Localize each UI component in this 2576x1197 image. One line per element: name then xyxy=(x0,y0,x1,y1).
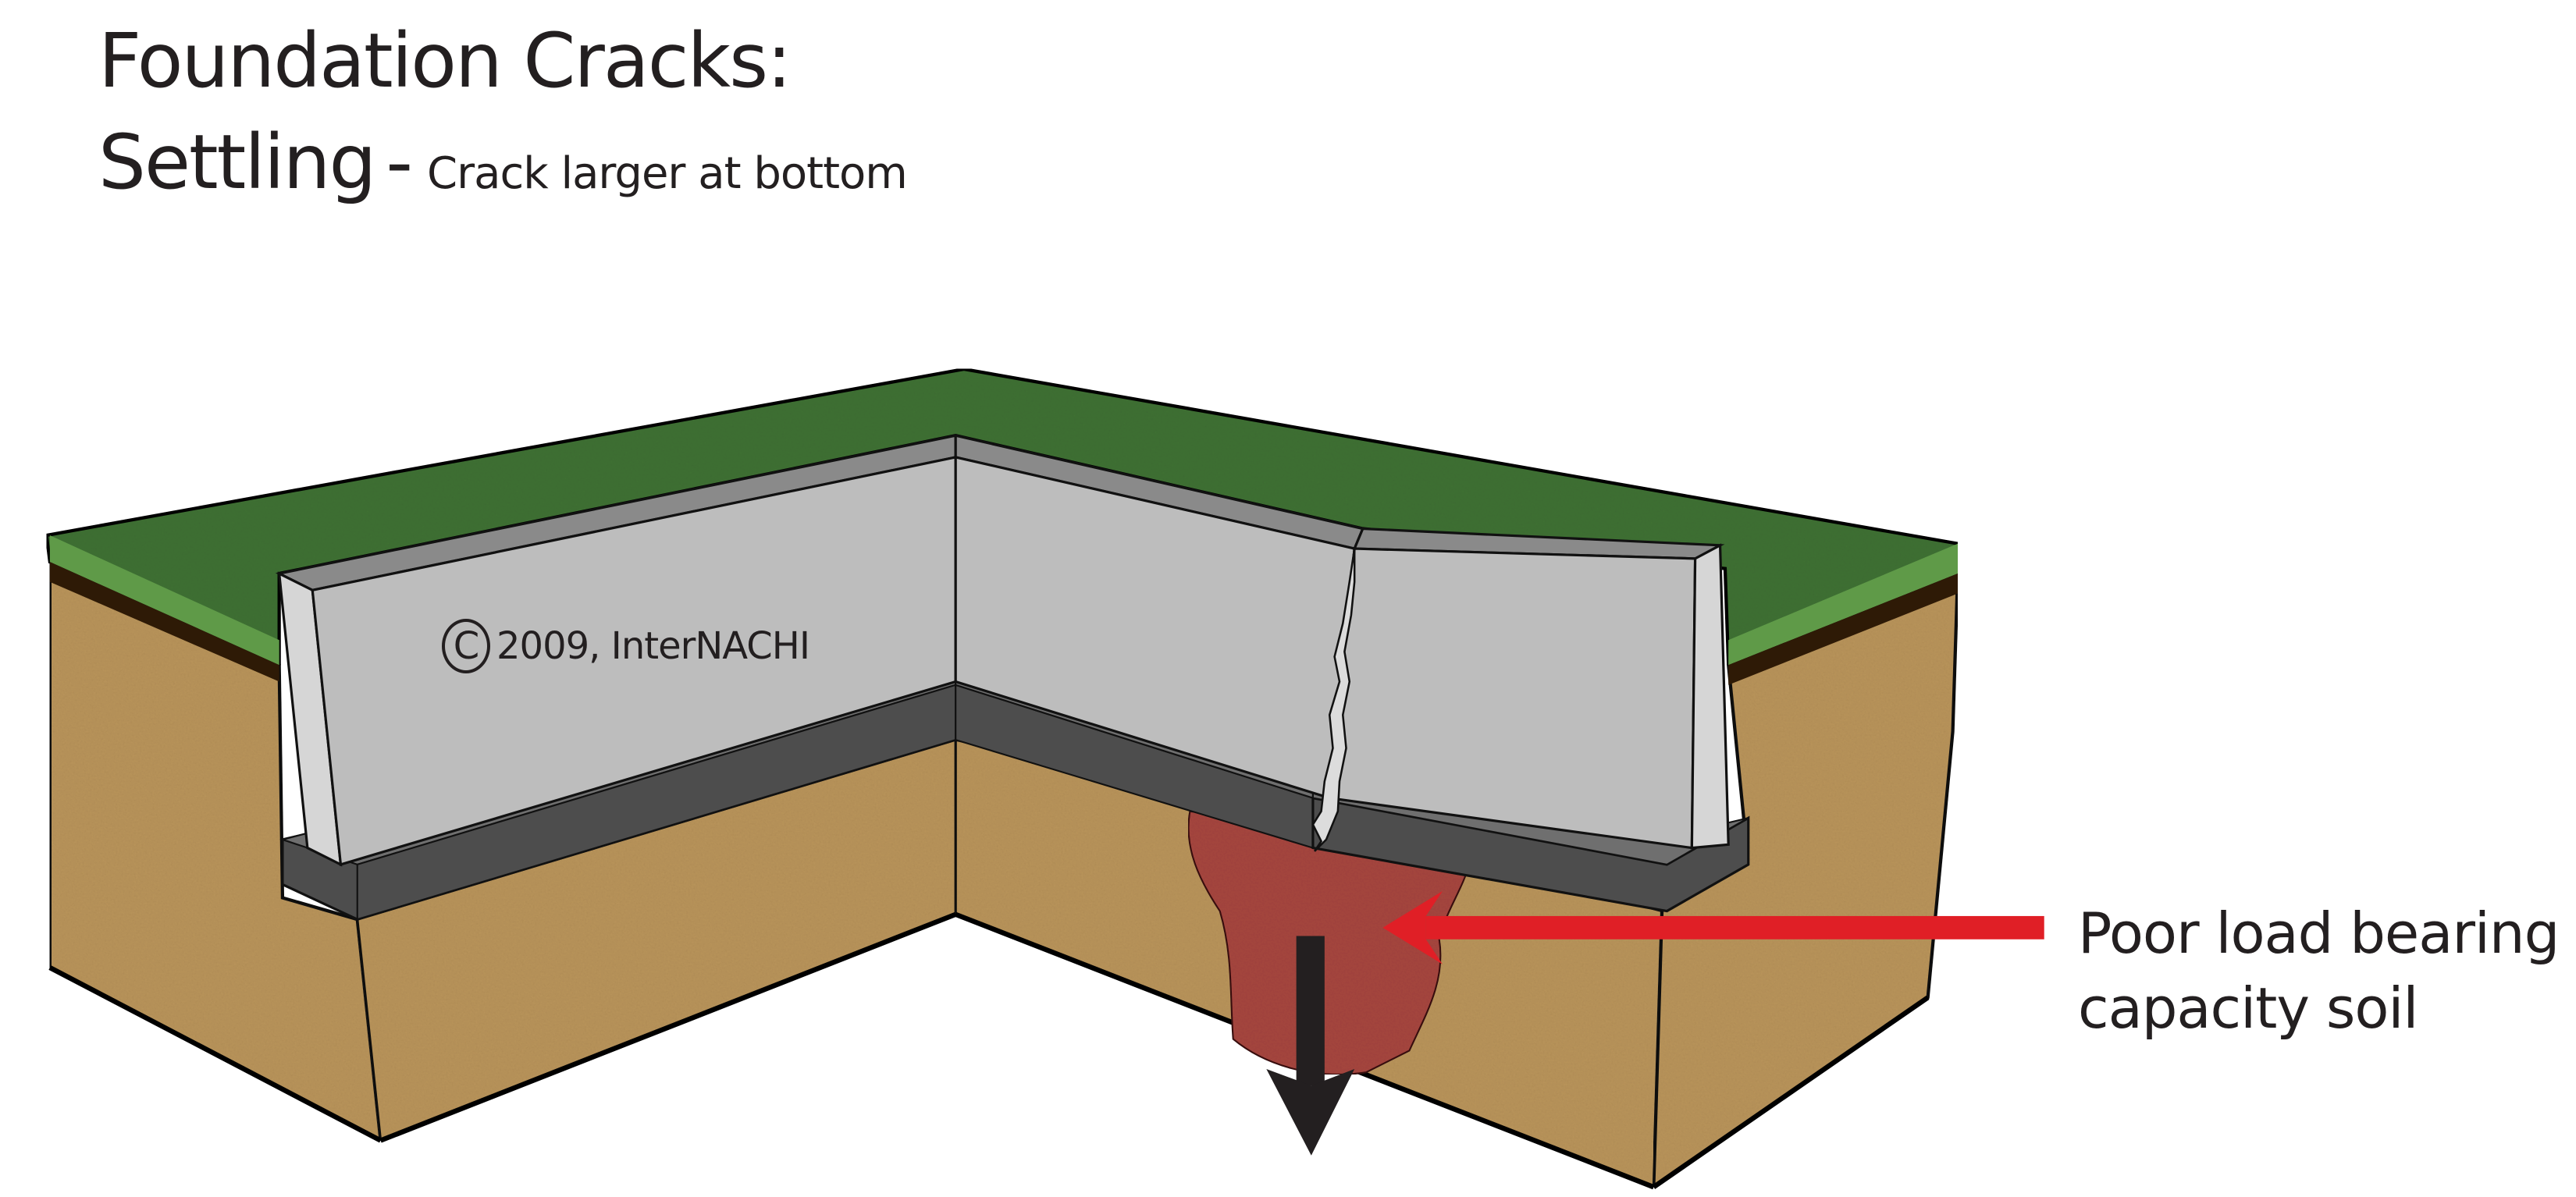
title-line-1: Foundation Cracks: xyxy=(98,17,792,105)
foundation-wall-settled-section xyxy=(1328,527,1730,850)
copyright-notice: C 2009, InterNACHI xyxy=(442,619,810,673)
poor-soil-callout-label: Poor load bearing capacity soil xyxy=(2078,896,2576,1046)
title-separator: - xyxy=(386,119,414,206)
callout-line-1: Poor load bearing xyxy=(2078,900,2560,966)
copyright-icon: C xyxy=(442,619,490,673)
settlement-crack xyxy=(1311,548,1356,852)
callout-line-2: capacity soil xyxy=(2078,975,2418,1041)
copyright-text: 2009, InterNACHI xyxy=(496,624,810,668)
grass-surface xyxy=(44,367,1960,668)
title-settling: Settling xyxy=(98,119,376,206)
black-settlement-arrow xyxy=(1266,936,1355,1156)
topsoil-layer xyxy=(49,562,1958,685)
title-line-2: Settling-Crack larger at bottom xyxy=(98,125,908,200)
foundation-wall-left xyxy=(275,434,957,867)
red-callout-arrow xyxy=(1382,890,2044,964)
subtitle: Crack larger at bottom xyxy=(427,148,908,199)
